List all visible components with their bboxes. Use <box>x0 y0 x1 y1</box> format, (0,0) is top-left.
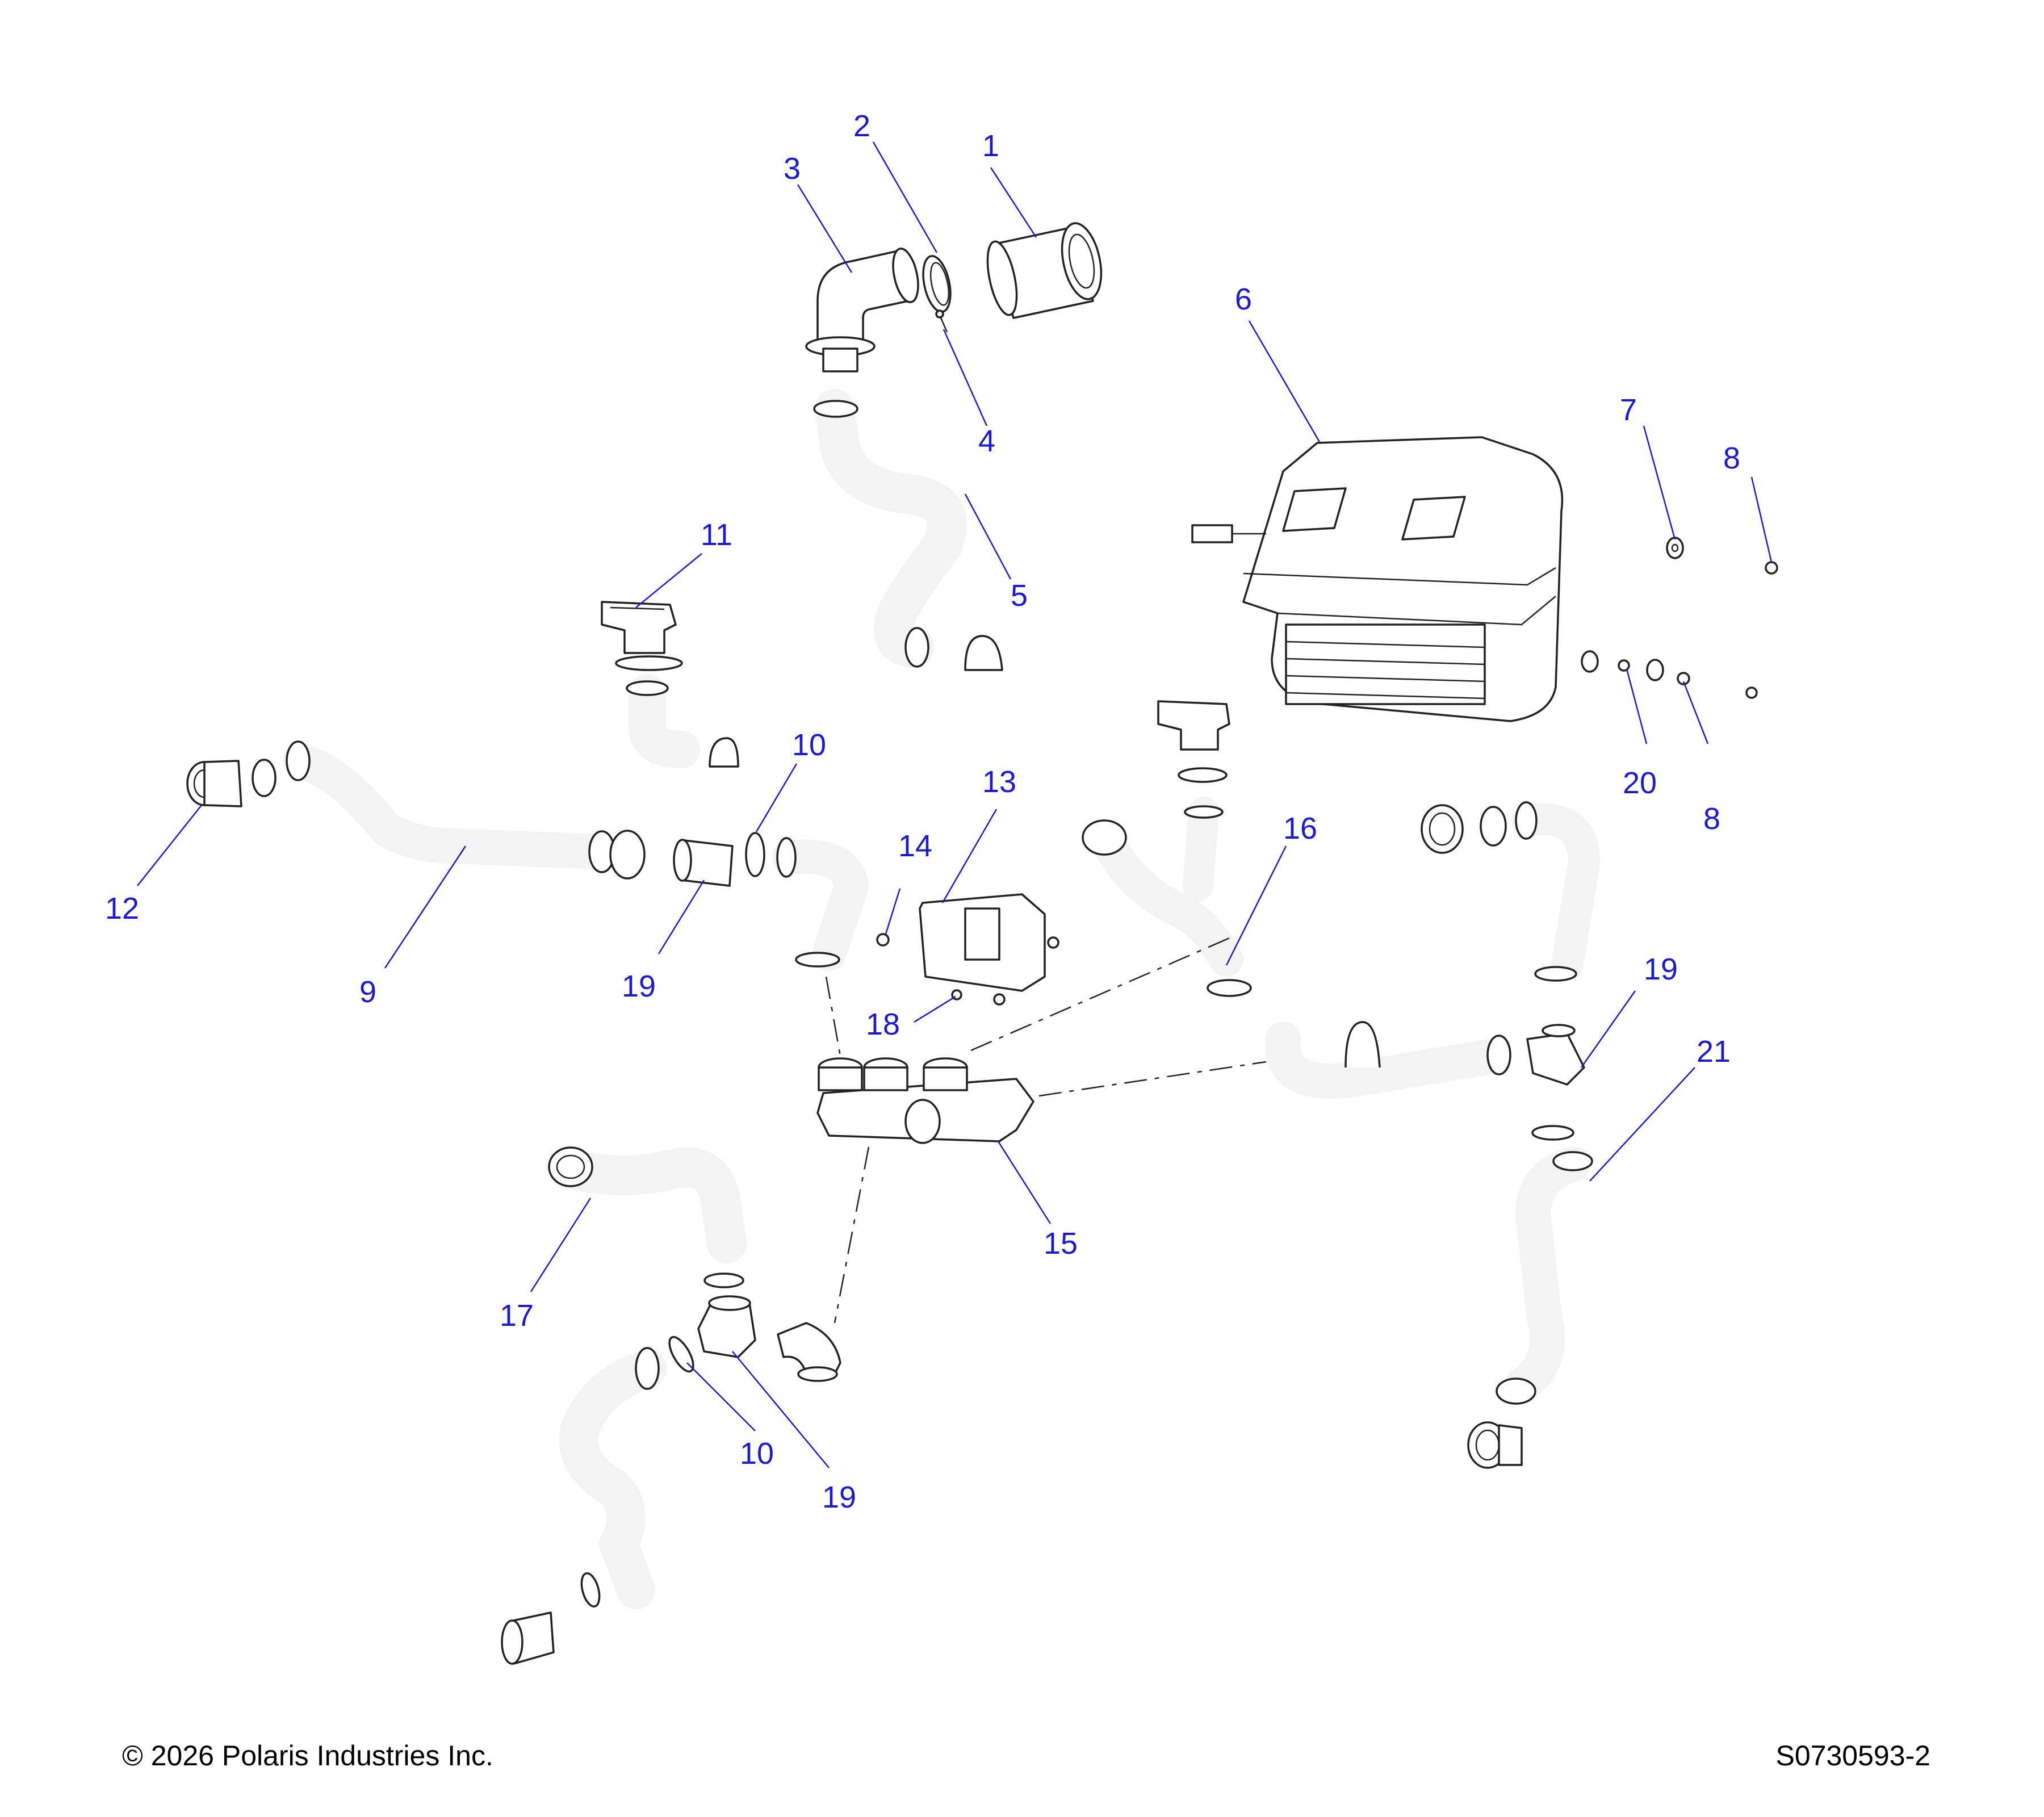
part-8-nut-upper <box>1765 561 1778 575</box>
part-1-filter-canister <box>986 222 1103 319</box>
callout-11: 11 <box>701 518 732 552</box>
callout-19-left: 19 <box>622 969 656 1003</box>
part-5-clamp <box>964 635 1003 671</box>
part-9-long-hose <box>283 740 646 880</box>
part-right-vent-hose <box>1421 801 1601 982</box>
callout-10-lower: 10 <box>740 1437 774 1471</box>
callout-18: 18 <box>866 1007 900 1041</box>
part-lower-elbow <box>777 1322 841 1382</box>
callout-15: 15 <box>1044 1226 1078 1261</box>
part-right-horizontal-hose <box>1265 1021 1511 1099</box>
callout-8-upper: 8 <box>1723 441 1740 475</box>
callout-9: 9 <box>359 975 376 1009</box>
callout-19-lower: 19 <box>822 1480 856 1514</box>
part-12-round-vent <box>186 759 277 807</box>
callout-17: 17 <box>500 1299 534 1333</box>
callout-16: 16 <box>1283 811 1317 845</box>
callout-4: 4 <box>978 424 995 458</box>
hose-left-center <box>772 837 869 971</box>
callout-14: 14 <box>898 829 932 863</box>
part-16-hose-assembly <box>1082 700 1252 997</box>
callout-21: 21 <box>1697 1035 1731 1069</box>
part-6-heater-box <box>1191 436 1564 722</box>
part-3-elbow-intake <box>805 248 919 372</box>
callout-2: 2 <box>853 109 870 143</box>
assembly-center-lines <box>825 936 1267 1324</box>
part-5-formed-duct <box>813 389 967 668</box>
part-4-screw <box>935 309 948 333</box>
callout-3: 3 <box>784 152 801 186</box>
callout-7: 7 <box>1620 393 1637 427</box>
part-hardware-row <box>1581 650 1758 699</box>
callout-20: 20 <box>1623 766 1657 800</box>
callout-19-right: 19 <box>1644 952 1678 986</box>
part-19-tee-right <box>1526 1024 1585 1086</box>
callout-13: 13 <box>982 765 1016 799</box>
part-11-vent-outlet <box>601 601 739 768</box>
copyright-notice: © 2026 Polaris Industries Inc. <box>122 1740 493 1772</box>
drawing-number: S0730593-2 <box>1775 1740 1930 1772</box>
callout-1: 1 <box>982 129 999 163</box>
leader-lines <box>137 141 1773 1468</box>
part-drawings <box>186 222 1778 1665</box>
part-13-bracket <box>919 893 1046 992</box>
callout-8-lower: 8 <box>1703 802 1720 836</box>
part-10-clamp-upper <box>745 832 765 877</box>
part-14-screw <box>876 933 890 947</box>
part-2-clamp <box>922 255 952 313</box>
callout-labels: 1 2 3 4 5 6 7 8 8 9 10 10 11 12 13 14 15… <box>105 109 1740 1514</box>
part-19-coupler-left <box>673 839 734 887</box>
part-19-tee-lower <box>697 1295 756 1358</box>
callout-12: 12 <box>105 891 139 926</box>
part-21-formed-duct <box>1467 1125 1593 1469</box>
callout-5: 5 <box>1011 579 1028 613</box>
part-18-nuts <box>951 936 1059 1006</box>
part-7-washer <box>1666 537 1684 559</box>
part-17-corrugated-hose <box>548 1146 747 1288</box>
part-lower-long-hose <box>501 1347 667 1665</box>
callout-6: 6 <box>1235 282 1252 316</box>
part-15-manifold <box>816 1057 1034 1144</box>
callout-10-upper: 10 <box>792 728 826 762</box>
